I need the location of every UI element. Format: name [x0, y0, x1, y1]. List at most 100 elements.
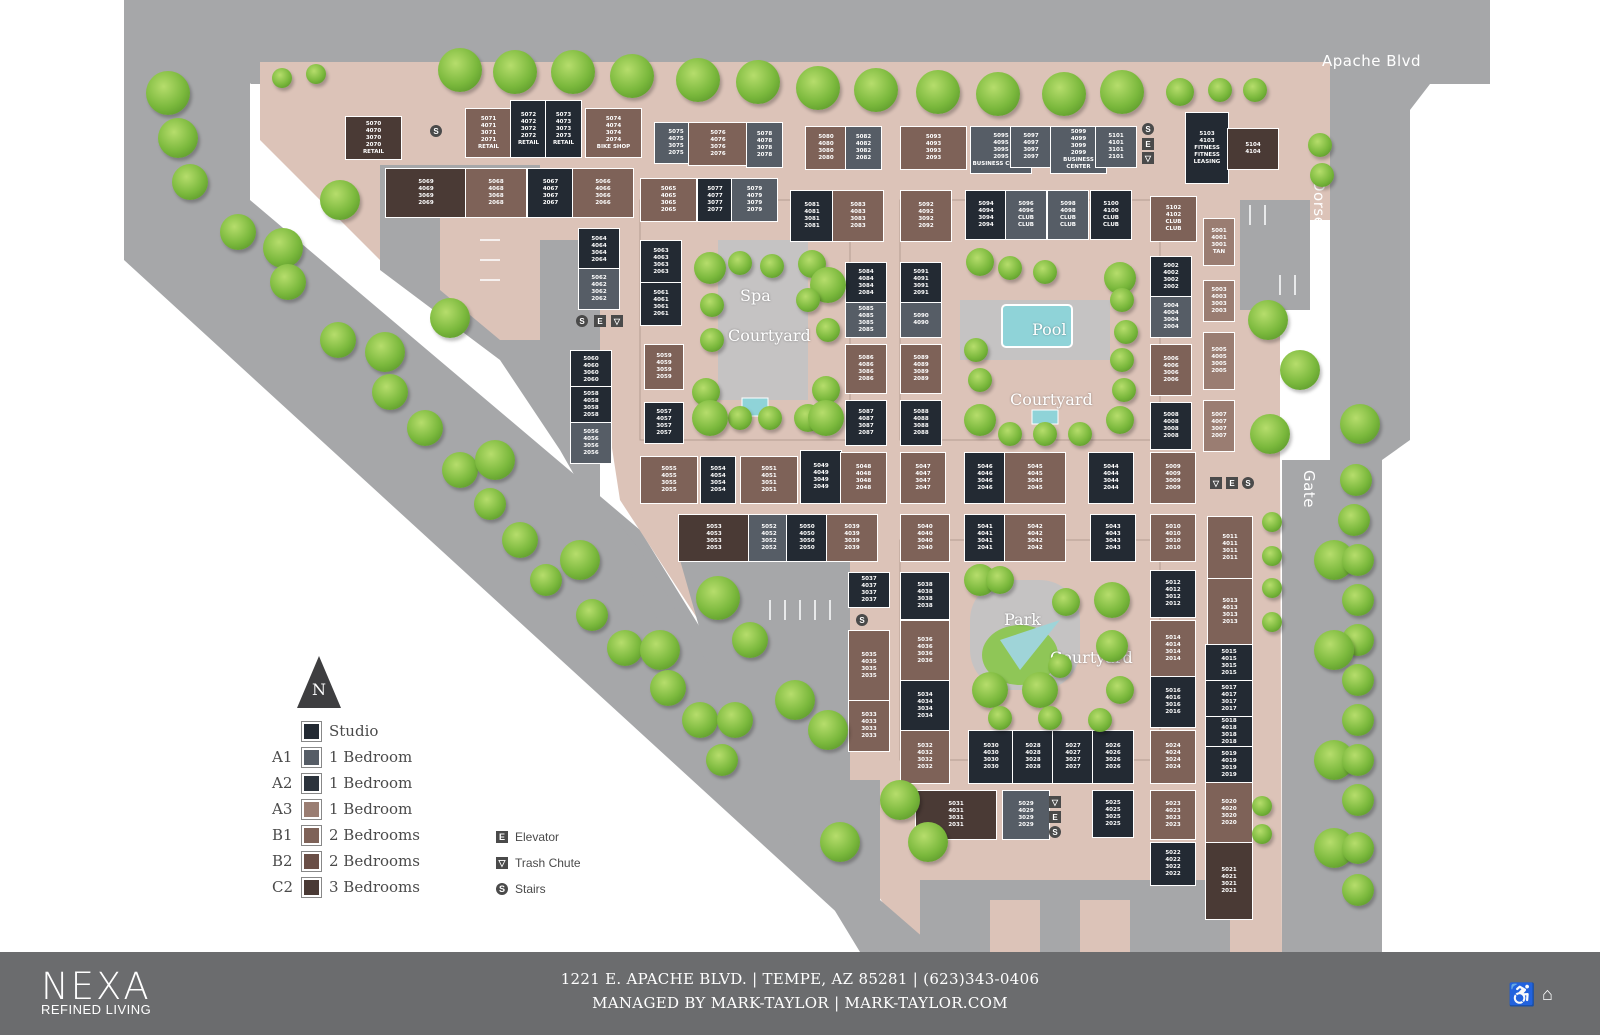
unit-label: 3028 [1025, 757, 1041, 763]
tree-icon [700, 328, 724, 352]
unit-label: 5085 [858, 306, 874, 312]
unit-label: 2017 [1221, 706, 1237, 712]
tree-icon [998, 422, 1022, 446]
tree-icon [576, 599, 608, 631]
unit-label: 3097 [1023, 147, 1039, 153]
unit-label: 4072 [520, 118, 537, 125]
unit-label: 4056 [583, 436, 599, 442]
tree-icon [760, 254, 784, 278]
symbol-legend-row: ▽Trash Chute [496, 856, 581, 870]
unit-label: 5038 [917, 582, 933, 588]
unit-label: 5023 [1165, 801, 1181, 807]
tree-icon [820, 822, 860, 862]
unit-label: 5036 [917, 637, 933, 643]
unit-label: 3027 [1065, 757, 1081, 763]
unit-label: 3009 [1165, 478, 1181, 484]
unit-label: 5099 [1070, 129, 1087, 135]
tree-icon [908, 822, 948, 862]
tree-icon [732, 622, 768, 658]
trash-chute-icon: ▽ [496, 857, 508, 869]
unit-label: 5015 [1221, 649, 1237, 655]
legend-code: B2 [272, 852, 293, 870]
elevator-icon: E [1226, 477, 1238, 489]
unit-label: 2063 [653, 269, 669, 275]
unit-label: 5102 [1165, 205, 1182, 211]
unit-label: 3053 [706, 538, 722, 544]
tree-icon [640, 630, 680, 670]
courtyard-ne-label: Courtyard [1010, 390, 1093, 409]
unit-label: RETAIL [517, 139, 540, 146]
unit-label: 5100 [1103, 201, 1119, 207]
unit-label: 2012 [1165, 601, 1181, 607]
legend-swatch [301, 746, 322, 768]
unit-label: 5094 [978, 201, 994, 207]
unit-label: 4051 [761, 473, 777, 479]
unit-label: 5078 [756, 131, 773, 137]
unit-label: 2037 [861, 597, 877, 603]
tree-icon [998, 256, 1022, 280]
trash-icon: ▽ [1049, 796, 1061, 808]
unit-label: 5011 [1222, 534, 1238, 540]
tree-icon [1262, 578, 1282, 598]
unit-label: 2023 [1165, 822, 1181, 828]
tree-icon [1048, 654, 1072, 678]
unit-label: 2003 [1211, 308, 1227, 314]
unit-label: 4099 [1070, 136, 1087, 142]
unit-label: 5022 [1165, 850, 1181, 856]
unit-label: 4061 [653, 297, 669, 303]
unit-label: 2043 [1105, 545, 1121, 551]
unit-label: RETAIL [362, 148, 385, 155]
unit-label: 2052 [761, 545, 777, 551]
unit-label: 3029 [1018, 815, 1034, 821]
unit-label: 3046 [977, 478, 993, 484]
unit-label: 4050 [799, 531, 815, 537]
address-line: 1221 E. APACHE BLVD. | TEMPE, AZ 85281 |… [560, 970, 1040, 988]
unit-label: CLUB [1102, 215, 1119, 221]
stairs-icon: S [576, 315, 588, 327]
unit-label: 5050 [799, 524, 815, 530]
unit-label: 3070 [365, 134, 382, 141]
tree-icon [728, 251, 752, 275]
unit-label: 2066 [595, 200, 611, 206]
legend-swatch [301, 798, 322, 820]
site-map: Apache Blvd Dorsey Lane Gate Gate Spa Co… [124, 0, 1490, 952]
unit-label: 3013 [1222, 612, 1238, 618]
legend-label: Studio [329, 722, 379, 740]
unit-label: 5058 [583, 391, 599, 397]
unit-label: 4052 [761, 531, 777, 537]
unit-label: 5097 [1023, 133, 1039, 139]
trash-icon: ▽ [611, 315, 623, 327]
tree-icon [1114, 320, 1138, 344]
unit-label: 4008 [1163, 419, 1179, 425]
tree-icon [220, 214, 256, 250]
unit-label: 2049 [813, 484, 829, 490]
unit-label: 2059 [656, 374, 672, 380]
tree-icon [1096, 630, 1128, 662]
unit-label: 5071 [480, 115, 497, 122]
unit-label: 3079 [746, 200, 763, 206]
tree-icon [1262, 612, 1282, 632]
unit-label: 2091 [913, 290, 929, 296]
elevator-icon: E [496, 831, 508, 843]
brand-logo: NEXA [41, 965, 151, 1008]
unit-label: 3073 [555, 125, 572, 132]
unit-label: 4063 [653, 255, 669, 261]
